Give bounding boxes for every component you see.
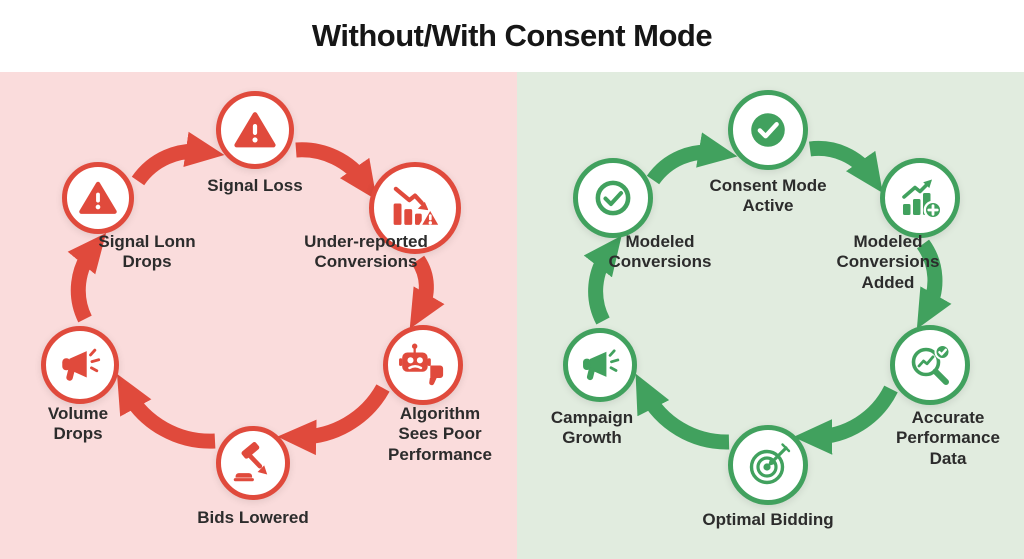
- megaphone-icon: [62, 348, 101, 381]
- arrow-accurate-to-optimal: [793, 385, 898, 455]
- green-cycle-arrows: [583, 132, 952, 455]
- arrow-underreported-to-algorithm: [409, 255, 445, 329]
- declining-chart-warning-icon: [393, 186, 442, 228]
- label-signal-loss: Signal Loss: [207, 176, 303, 195]
- target-dart-icon: [749, 443, 791, 485]
- arrow-campaign-to-modeled: [583, 235, 622, 325]
- label-accurate-performance-data: Accurate Performance Data: [896, 408, 1000, 468]
- rising-chart-plus-icon: [902, 179, 943, 220]
- arrow-signal-loss-to-underreported: [295, 142, 377, 200]
- label-modeled-conversions: Modeled Conversions: [608, 232, 712, 272]
- without-consent-panel: Signal Loss Under-reported Conversions: [0, 72, 517, 559]
- label-signal-lonn-drops: Signal Lonn Drops: [98, 232, 196, 272]
- node-campaign-growth: [563, 328, 637, 402]
- warning-icon: [79, 181, 117, 214]
- red-cycle-arrows: [67, 131, 445, 456]
- page-title: Without/With Consent Mode: [311, 18, 713, 53]
- arrow-optimal-to-campaign: [635, 373, 730, 450]
- check-circle-filled-icon: [751, 113, 785, 147]
- label-consent-mode-active: Consent Mode Active: [709, 176, 827, 216]
- label-modeled-conversions-added: Modeled Conversions Added: [836, 232, 940, 292]
- node-accurate-performance-data: [890, 325, 970, 405]
- label-optimal-bidding: Optimal Bidding: [702, 510, 834, 529]
- sad-robot-thumbs-down-icon: [399, 343, 444, 386]
- node-modeled-conversions: [573, 158, 653, 238]
- node-modeled-conversions-added: [880, 158, 960, 238]
- arrow-modeled-added-to-accurate: [916, 239, 952, 330]
- label-underreported-conversions: Under-reported Conversions: [304, 232, 428, 272]
- node-volume-drops: [41, 326, 119, 404]
- check-ring-icon: [595, 180, 631, 216]
- node-algorithm-poor-performance: [383, 325, 463, 405]
- arrow-signal-to-signal-loss: [131, 131, 225, 186]
- with-consent-panel: Consent Mode Active Modeled Conversions …: [517, 72, 1024, 559]
- warning-icon: [234, 112, 276, 148]
- megaphone-icon: [583, 349, 620, 381]
- node-optimal-bidding: [728, 425, 808, 505]
- label-algorithm-poor-performance: Algorithm Sees Poor Performance: [388, 404, 492, 464]
- label-bids-lowered: Bids Lowered: [197, 508, 309, 527]
- arrow-bids-to-volume: [117, 373, 216, 449]
- node-signal-lonn-drops: [62, 162, 134, 234]
- node-bids-lowered: [216, 426, 290, 500]
- node-signal-loss: [216, 91, 294, 169]
- magnifier-chart-check-icon: [911, 344, 951, 385]
- arrow-volume-to-signal: [67, 233, 107, 323]
- label-campaign-growth: Campaign Growth: [550, 408, 634, 448]
- node-consent-mode-active: [728, 90, 808, 170]
- node-underreported-conversions: [369, 162, 461, 254]
- label-volume-drops: Volume Drops: [47, 404, 109, 444]
- gavel-down-arrow-icon: [233, 442, 268, 482]
- arrow-consent-to-modeled-added: [809, 140, 883, 193]
- arrow-algorithm-to-bids: [277, 384, 390, 456]
- arrow-modeled-to-consent: [646, 132, 738, 185]
